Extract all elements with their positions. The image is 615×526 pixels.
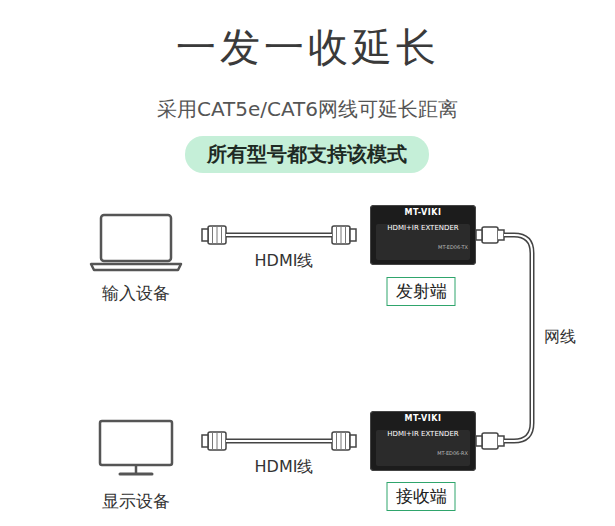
monitor-icon bbox=[86, 418, 186, 478]
subtitle: 采用CAT5e/CAT6网线可延长距离 bbox=[0, 96, 615, 123]
plug-grip bbox=[341, 226, 342, 244]
brand-text: MT-VIKI bbox=[370, 414, 476, 423]
rj45-boot bbox=[498, 436, 504, 446]
cable-connector bbox=[202, 432, 356, 450]
title: 一发一收延长 bbox=[0, 20, 615, 75]
monitor-screen bbox=[100, 421, 172, 465]
tag-text: 发射端 bbox=[396, 280, 447, 303]
model-text: HDMI+IR EXTENDER bbox=[370, 224, 476, 232]
hdmi-plug-body bbox=[208, 432, 226, 450]
rj45-plug-tip bbox=[476, 230, 482, 240]
monitor-neck bbox=[135, 465, 138, 473]
plug-grip bbox=[217, 432, 218, 450]
network-cable-inner bbox=[504, 235, 532, 441]
monitor-foot bbox=[120, 473, 152, 476]
hdmi-cable-inner bbox=[226, 440, 332, 442]
plug-grip bbox=[336, 432, 337, 450]
cable-label: HDMI线 bbox=[252, 457, 317, 478]
rj45-plug-tip bbox=[476, 436, 482, 446]
monitor-node: 显示设备 bbox=[86, 418, 186, 513]
cable-connector bbox=[202, 226, 356, 244]
pill-text: 所有型号都支持该模式 bbox=[207, 141, 407, 168]
hdmi-plug-body bbox=[332, 226, 350, 244]
plug-grip bbox=[341, 432, 342, 450]
hdmi-plug-body bbox=[332, 432, 350, 450]
model-text: HDMI+IR EXTENDER bbox=[370, 430, 476, 438]
tag-node: 接收端 bbox=[387, 482, 456, 511]
hdmi-plug-body bbox=[208, 226, 226, 244]
hdmi-plug-tip bbox=[350, 435, 356, 447]
device-node: MT-VIKI HDMI+IR EXTENDER MT-ED06-TX bbox=[370, 205, 476, 265]
plug-grip bbox=[345, 226, 346, 244]
tag-node: 发射端 bbox=[387, 277, 456, 306]
device-label: 输入设备 bbox=[86, 282, 186, 305]
plug-grip bbox=[212, 226, 213, 244]
plug-grip bbox=[345, 432, 346, 450]
plug-grip bbox=[336, 226, 337, 244]
tag-text: 接收端 bbox=[396, 485, 447, 508]
rj45-plug-body bbox=[482, 433, 498, 449]
pill-node: 所有型号都支持该模式 bbox=[185, 136, 429, 173]
hdmi-plug-tip bbox=[350, 229, 356, 241]
sku-text: MT-ED06-TX bbox=[370, 244, 476, 250]
device-node: MT-VIKI HDMI+IR EXTENDER MT-ED06-RX bbox=[370, 411, 476, 471]
device-label: 显示设备 bbox=[86, 490, 186, 513]
hdmi-plug-tip bbox=[202, 435, 208, 447]
plug-grip bbox=[221, 432, 222, 450]
laptop-base bbox=[91, 264, 181, 270]
hdmi-plug-tip bbox=[202, 229, 208, 241]
sku-text: MT-ED06-RX bbox=[370, 450, 476, 456]
cable-label: 网线 bbox=[541, 327, 579, 348]
laptop-node: 输入设备 bbox=[86, 212, 186, 305]
plug-grip bbox=[212, 432, 213, 450]
cable-connector bbox=[476, 227, 532, 449]
laptop-icon bbox=[86, 212, 186, 274]
rj45-plug-body bbox=[482, 227, 498, 243]
cable-label: HDMI线 bbox=[252, 251, 317, 272]
network-cable-outer bbox=[504, 235, 532, 441]
plug-grip bbox=[217, 226, 218, 244]
hdmi-cable-outer bbox=[226, 233, 332, 238]
brand-text: MT-VIKI bbox=[370, 208, 476, 217]
laptop-screen bbox=[101, 215, 171, 261]
hdmi-cable-inner bbox=[226, 234, 332, 236]
hdmi-cable-outer bbox=[226, 439, 332, 444]
plug-grip bbox=[221, 226, 222, 244]
rj45-boot bbox=[498, 230, 504, 240]
